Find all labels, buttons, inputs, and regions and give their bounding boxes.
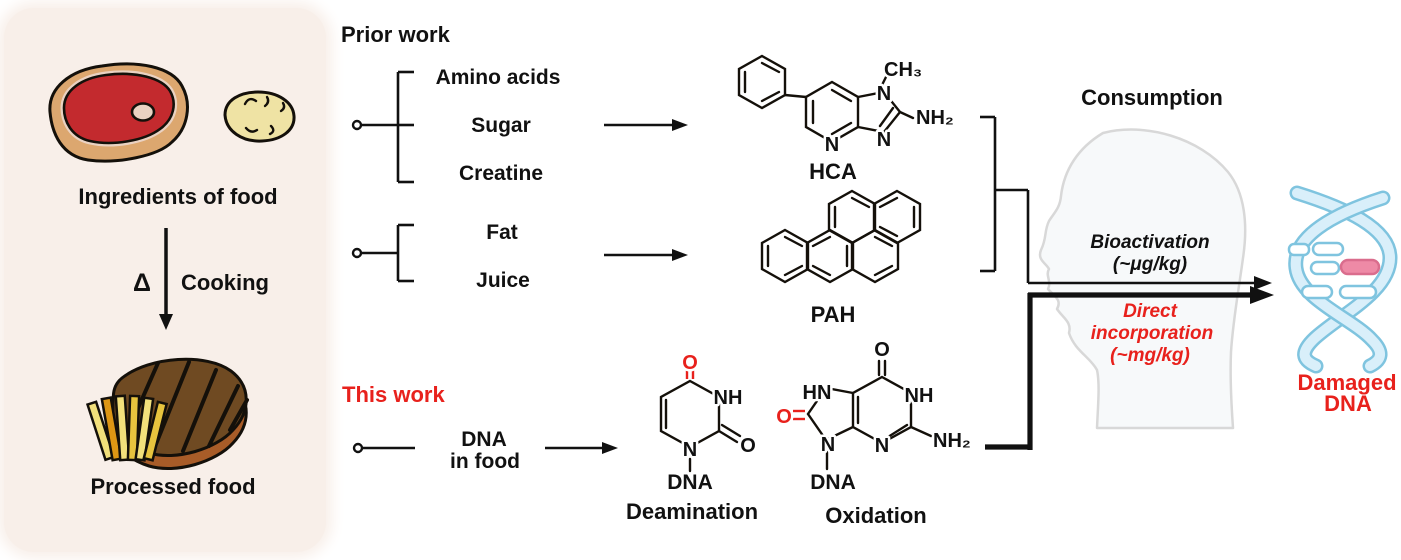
oxidation-dna-label: DNA <box>810 471 856 494</box>
list-item-juice: Juice <box>476 269 530 292</box>
deamination-caption: Deamination <box>625 499 759 524</box>
prior-work-branch-2 <box>351 223 414 283</box>
arrow-to-pah <box>604 249 688 261</box>
this-work-branch <box>352 442 415 454</box>
oxidation-o-top-label: O <box>874 339 890 361</box>
list-item-sugar: Sugar <box>471 114 531 137</box>
oxidation-o-left-label: O <box>776 406 792 428</box>
arrow-to-adducts <box>545 442 618 454</box>
pah-structure <box>760 189 922 284</box>
hca-pyridine-n-label: N <box>825 134 839 156</box>
hca-ch3-label: CH₃ <box>884 59 922 81</box>
this-work-heading: This work <box>342 382 445 407</box>
hca-nh2-label: NH₂ <box>916 107 954 129</box>
damaged-base-pair <box>1339 258 1381 276</box>
prior-work-branch-1 <box>351 70 414 184</box>
list-item-fat: Fat <box>486 221 518 244</box>
deamination-o-right-label: O <box>740 435 756 457</box>
dna-in-food-line1: DNA <box>461 428 507 451</box>
deamination-n-label: N <box>683 439 697 461</box>
delta-symbol: Δ <box>133 269 151 297</box>
bioactivation-label-line2: (~μg/kg) <box>1112 254 1188 275</box>
oxidation-nh-label: NH <box>905 385 934 407</box>
merge-bracket <box>980 115 1030 283</box>
prior-work-heading: Prior work <box>341 22 450 47</box>
deamination-o-top-label: O <box>682 352 698 374</box>
damaged-dna-label-line2: DNA <box>1324 391 1372 416</box>
direct-incorporation-label-line3: (~mg/kg) <box>1110 345 1190 366</box>
direct-incorporation-label-line1: Direct <box>1123 301 1177 322</box>
pah-caption: PAH <box>810 302 856 327</box>
oxidation-hn-label: HN <box>803 382 832 404</box>
direct-incorporation-label-line2: incorporation <box>1090 323 1214 344</box>
cooking-label: Cooking <box>181 270 269 295</box>
hca-caption: HCA <box>809 159 857 184</box>
list-item-amino-acids: Amino acids <box>435 66 561 89</box>
dna-helix-icon <box>1287 185 1398 374</box>
potato-icon <box>223 90 296 143</box>
hca-n1-label: N <box>877 83 891 105</box>
deamination-structure: O NH O N DNA <box>659 350 758 497</box>
head-silhouette-icon <box>1038 128 1247 430</box>
oxidation-nh2-label: NH₂ <box>933 430 971 452</box>
fries-icon <box>85 394 169 462</box>
oxidation-caption: Oxidation <box>825 503 927 528</box>
cooking-arrow <box>159 228 173 330</box>
oxidation-n9-label: N <box>821 434 835 456</box>
direct-incorporation-arrow <box>985 286 1274 450</box>
raw-steak-icon <box>48 62 189 163</box>
list-item-creatine: Creatine <box>458 162 544 185</box>
damaged-dna-label-line1: Damaged <box>1297 370 1397 395</box>
oxidation-structure: O O HN NH NH₂ N N DNA <box>774 337 974 497</box>
bioactivation-label-line1: Bioactivation <box>1090 232 1210 253</box>
dna-in-food-line2: in food <box>450 450 520 473</box>
bioactivation-arrow <box>1028 276 1272 290</box>
ingredients-of-food-label: Ingredients of food <box>78 184 278 209</box>
processed-food-label: Processed food <box>90 474 256 499</box>
hca-structure: N N N CH₃ NH₂ <box>737 54 956 159</box>
deamination-dna-label: DNA <box>667 471 713 494</box>
consumption-heading: Consumption <box>1081 85 1223 110</box>
arrow-to-hca <box>604 119 688 131</box>
deamination-nh-label: NH <box>714 387 743 409</box>
hca-n3-label: N <box>877 129 891 151</box>
oxidation-n-label: N <box>875 435 889 457</box>
